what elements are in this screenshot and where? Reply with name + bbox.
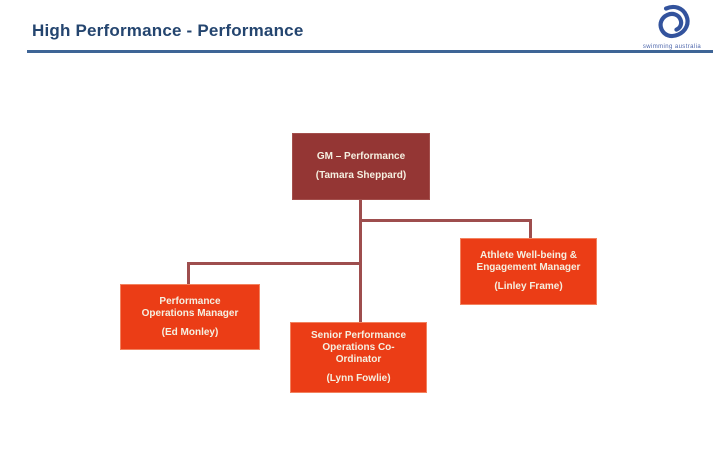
connector-opsmgr-horizontal — [187, 262, 361, 265]
person-name: (Tamara Sheppard) — [315, 170, 407, 181]
role-title: GM – Performance — [317, 151, 405, 163]
org-node-gm-performance: GM – Performance (Tamara Sheppard) — [292, 133, 430, 200]
person-name: (Linley Frame) — [494, 281, 563, 292]
title-divider — [27, 50, 713, 53]
org-node-athlete-wellbeing-engagement-manager: Athlete Well-being & Engagement Manager … — [460, 238, 597, 305]
org-node-senior-performance-operations-co-ordinator: Senior Performance Operations Co- Ordina… — [290, 322, 427, 393]
connector-opsmgr-vertical — [187, 262, 190, 284]
connector-gm-stem — [359, 200, 362, 322]
role-line: Senior Performance — [310, 330, 407, 341]
page-title: High Performance - Performance — [32, 21, 304, 40]
connector-athlete-horizontal — [359, 219, 532, 222]
org-node-performance-operations-manager: Performance Operations Manager (Ed Monle… — [120, 284, 260, 350]
role-title: Senior Performance Operations Co- Ordina… — [311, 330, 406, 366]
person-name: (Lynn Fowlie) — [326, 373, 391, 384]
role-line: Engagement Manager — [476, 262, 581, 273]
person-name: (Ed Monley) — [161, 326, 219, 338]
swimming-australia-logo: swimming australia — [640, 3, 704, 50]
role-line: Performance — [159, 295, 221, 307]
role-line: GM – Performance — [316, 151, 406, 162]
role-line: Operations Co- — [322, 342, 395, 353]
role-line: Operations Manager — [141, 307, 239, 319]
logo-caption: swimming australia — [642, 44, 702, 50]
role-line: Athlete Well-being & — [479, 250, 578, 261]
connector-athlete-vertical — [529, 219, 532, 238]
swirl-icon — [658, 4, 690, 39]
role-title: Athlete Well-being & Engagement Manager — [477, 250, 581, 274]
role-line: Ordinator — [335, 354, 382, 365]
role-title: Performance Operations Manager — [142, 296, 239, 320]
